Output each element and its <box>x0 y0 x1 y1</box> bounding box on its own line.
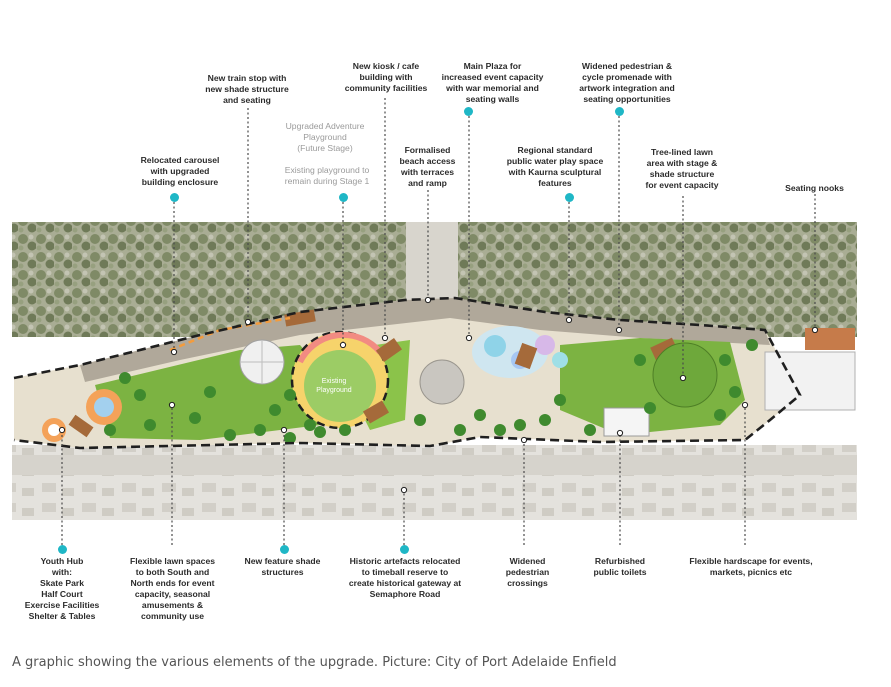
leader-end-dot <box>520 436 528 444</box>
tree <box>634 354 646 366</box>
tree <box>204 386 216 398</box>
project-boundary <box>13 296 802 450</box>
label-historic: Historic artefacts relocated to timeball… <box>348 556 462 599</box>
tree <box>414 414 426 426</box>
tree <box>134 389 146 401</box>
label-main-plaza: Main Plaza for increased event capacity … <box>441 61 544 104</box>
rail-corridor <box>406 222 458 312</box>
tree <box>719 354 731 366</box>
leader-end-dot <box>465 334 473 342</box>
label-shade-structures: New feature shade structures <box>244 556 321 577</box>
leader-end-dot <box>741 401 749 409</box>
tree <box>269 404 281 416</box>
north-building <box>764 351 856 411</box>
leader-end-dot <box>811 326 819 334</box>
leader-end-dot <box>58 426 66 434</box>
callout-dot-carousel <box>170 193 179 202</box>
label-seating-nooks: Seating nooks <box>785 183 844 193</box>
leader-end-dot <box>616 429 624 437</box>
image-caption: A graphic showing the various elements o… <box>12 655 617 670</box>
leader-end-dot <box>381 334 389 342</box>
leader-end-dot <box>400 486 408 494</box>
leader-end-dot <box>244 318 252 326</box>
tree <box>119 372 131 384</box>
north-roof <box>805 328 855 350</box>
label-youth-hub: Youth Hub with: Skate Park Half Court Ex… <box>24 556 100 621</box>
tree <box>144 419 156 431</box>
label-water-play: Regional standard public water play spac… <box>506 145 604 188</box>
tree <box>644 402 656 414</box>
tree <box>284 389 296 401</box>
callout-dot-playground <box>339 193 348 202</box>
leader-end-dot <box>339 341 347 349</box>
toilets-building <box>603 407 650 437</box>
leader-end-dot <box>615 326 623 334</box>
leader-end-dot <box>679 374 687 382</box>
leader-lines <box>61 98 816 545</box>
tree <box>714 409 726 421</box>
callout-dot-main-plaza <box>464 107 473 116</box>
tree <box>474 409 486 421</box>
tree <box>254 424 266 436</box>
callout-dot-shade <box>280 545 289 554</box>
tree <box>494 424 506 436</box>
leader-end-dot <box>280 426 288 434</box>
leader-end-dots <box>58 296 819 494</box>
esplanade-road <box>12 455 857 475</box>
main-plaza-circle <box>419 359 465 405</box>
callout-dot-promenade <box>615 107 624 116</box>
label-beach-access: Formalised beach access with terraces an… <box>399 145 456 188</box>
label-kiosk: New kiosk / cafe building with community… <box>344 61 428 93</box>
tree <box>189 412 201 424</box>
callout-dot-water-play <box>565 193 574 202</box>
tree <box>554 394 566 406</box>
leader-end-dot <box>565 316 573 324</box>
leader-end-dot <box>170 348 178 356</box>
label-promenade: Widened pedestrian & cycle promenade wit… <box>579 61 675 104</box>
label-hardscape: Flexible hardscape for events, markets, … <box>689 556 813 577</box>
label-tree-lawn: Tree-lined lawn area with stage & shade … <box>645 147 719 190</box>
tree <box>539 414 551 426</box>
tree <box>454 424 466 436</box>
trees <box>104 339 758 444</box>
youth-hub-plan <box>42 389 122 442</box>
tree <box>729 386 741 398</box>
tree <box>514 419 526 431</box>
label-carousel: Relocated carousel with upgraded buildin… <box>140 155 220 187</box>
tree <box>339 424 351 436</box>
stage-lawn <box>652 342 718 408</box>
callout-dot-youth-hub <box>58 545 67 554</box>
label-adventure-playground: Upgraded Adventure Playground (Future St… <box>285 121 365 153</box>
tree <box>284 432 296 444</box>
callout-dot-historic <box>400 545 409 554</box>
promenade <box>80 298 770 382</box>
tree <box>314 426 326 438</box>
label-flexible-lawn: Flexible lawn spaces to both South and N… <box>129 556 216 621</box>
leader-end-dot <box>168 401 176 409</box>
tree <box>104 424 116 436</box>
tree <box>584 424 596 436</box>
label-crossings: Widened pedestrian crossings <box>505 556 550 588</box>
tree <box>746 339 758 351</box>
tree <box>304 419 316 431</box>
leader-end-dot <box>424 296 432 304</box>
label-toilets: Refurbished public toilets <box>593 556 647 577</box>
label-existing-playground: Existing playground to remain during Sta… <box>284 165 370 186</box>
tree <box>224 429 236 441</box>
label-train-stop: New train stop with new shade structure … <box>205 73 289 105</box>
carousel <box>239 339 285 385</box>
